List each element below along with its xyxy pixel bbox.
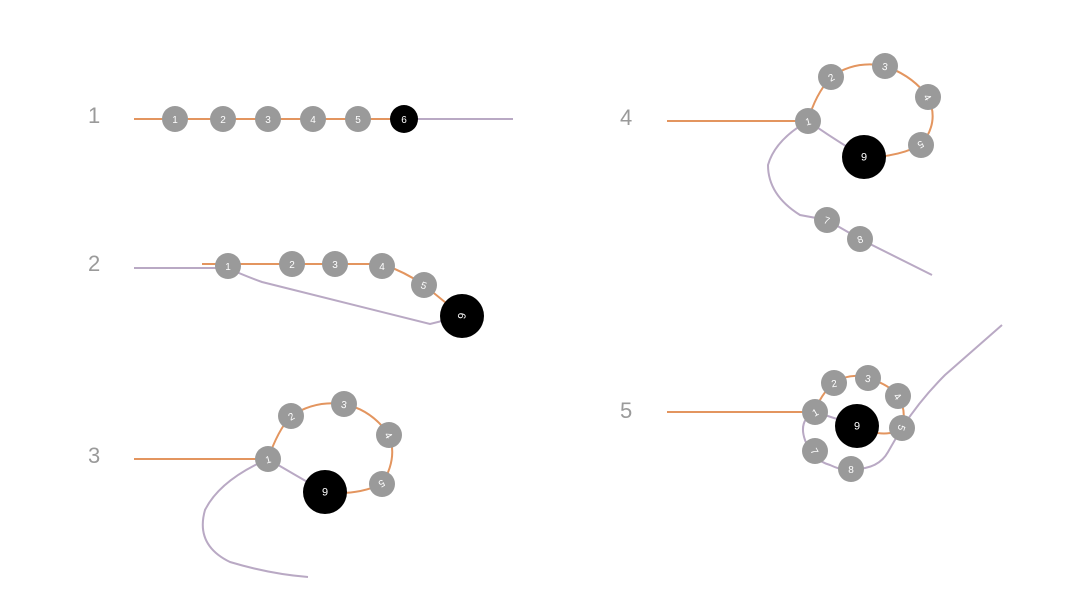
bead-1: 1 [162, 106, 188, 132]
bead-8: 8 [838, 456, 864, 482]
bead-6-black: 6 [390, 105, 418, 133]
bead-1: 1 [215, 253, 241, 279]
bead-3: 3 [331, 391, 357, 417]
bead-4: 4 [300, 106, 326, 132]
svg-text:6: 6 [322, 485, 328, 497]
svg-text:3: 3 [265, 115, 271, 126]
bead-1: 1 [255, 446, 281, 472]
step-label-2: 2 [88, 251, 100, 276]
step-3: 3 1 2 3 4 5 6 [88, 391, 402, 578]
orange-thread-step-4 [667, 63, 934, 159]
svg-text:6: 6 [401, 115, 407, 126]
svg-text:1: 1 [225, 262, 231, 273]
svg-text:2: 2 [827, 72, 838, 85]
svg-text:5: 5 [894, 423, 906, 432]
svg-text:4: 4 [382, 431, 395, 442]
bead-2: 2 [279, 251, 305, 277]
bead-5: 5 [889, 415, 915, 441]
svg-text:6: 6 [854, 419, 860, 431]
bead-8: 8 [847, 226, 873, 252]
bead-4: 4 [915, 84, 941, 110]
svg-text:3: 3 [332, 260, 338, 271]
step-label-1: 1 [88, 103, 100, 128]
bead-1: 1 [795, 108, 821, 134]
step-1: 1 1 2 3 4 5 6 [88, 103, 513, 133]
svg-text:3: 3 [881, 62, 889, 74]
bead-2: 2 [818, 64, 844, 90]
purple-thread-step-3 [201, 457, 326, 578]
bead-6-black: 6 [303, 470, 347, 514]
bead-4: 4 [369, 253, 395, 279]
bead-6-black: 6 [842, 135, 886, 179]
bead-3: 3 [322, 251, 348, 277]
svg-text:2: 2 [287, 411, 298, 424]
step-4: 4 1 2 3 4 5 6 7 8 [620, 53, 941, 276]
bead-5: 5 [908, 132, 934, 158]
svg-text:3: 3 [340, 400, 348, 412]
bead-5: 5 [411, 272, 437, 298]
svg-text:1: 1 [811, 407, 822, 420]
bead-2: 2 [278, 403, 304, 429]
svg-text:4: 4 [891, 391, 903, 403]
bead-4: 4 [885, 383, 911, 409]
step-label-5: 5 [620, 398, 632, 423]
bead-2: 2 [210, 106, 236, 132]
bead-3: 3 [872, 53, 898, 79]
svg-text:5: 5 [376, 477, 387, 490]
bead-4: 4 [376, 422, 402, 448]
svg-text:3: 3 [864, 374, 872, 386]
svg-text:1: 1 [804, 116, 813, 128]
step-label-3: 3 [88, 443, 100, 468]
svg-text:1: 1 [264, 454, 273, 466]
svg-text:7: 7 [808, 447, 821, 458]
bead-2: 2 [821, 370, 847, 396]
bead-3: 3 [855, 365, 881, 391]
bead-7: 7 [802, 438, 828, 464]
svg-text:6: 6 [455, 312, 468, 320]
bead-6-black: 6 [835, 404, 879, 448]
svg-text:7: 7 [822, 215, 831, 227]
svg-text:8: 8 [848, 465, 854, 476]
svg-text:6: 6 [861, 150, 867, 162]
bead-1: 1 [802, 399, 828, 425]
svg-text:4: 4 [379, 262, 385, 273]
step-2: 2 1 2 3 4 5 6 [88, 251, 484, 338]
bead-5: 5 [345, 106, 371, 132]
svg-text:4: 4 [310, 115, 316, 126]
svg-text:2: 2 [831, 379, 839, 391]
svg-text:4: 4 [921, 93, 934, 104]
step-5: 5 1 2 3 4 5 6 7 8 [620, 324, 1003, 482]
bead-7: 7 [814, 207, 840, 233]
purple-thread-step-4 [766, 119, 933, 276]
svg-text:5: 5 [355, 115, 361, 126]
svg-text:5: 5 [419, 280, 428, 292]
svg-text:1: 1 [172, 115, 178, 126]
svg-text:2: 2 [220, 115, 226, 126]
svg-text:8: 8 [856, 234, 865, 246]
svg-text:5: 5 [915, 138, 926, 151]
step-label-4: 4 [620, 105, 632, 130]
bead-3: 3 [255, 106, 281, 132]
bead-6-black: 6 [440, 294, 484, 338]
svg-text:2: 2 [289, 260, 295, 271]
bead-5: 5 [369, 471, 395, 497]
purple-thread-step-2 [134, 267, 463, 326]
